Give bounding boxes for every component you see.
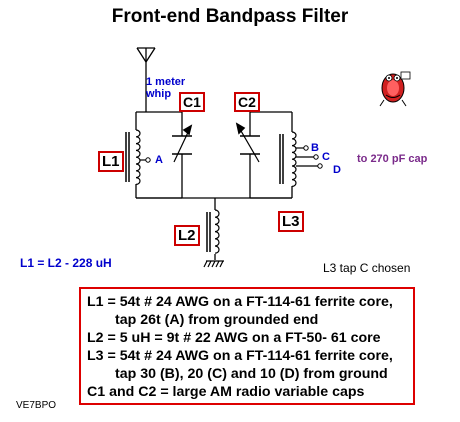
note-line: L2 = 5 uH = 9t # 22 AWG on a FT-50- 61 c…: [87, 330, 381, 346]
antenna-label: 1 meter whip: [146, 76, 185, 100]
note-line: tap 30 (B), 20 (C) and 10 (D) from groun…: [115, 366, 388, 382]
c2-label: C2: [234, 92, 260, 112]
note-line: tap 26t (A) from grounded end: [115, 312, 319, 328]
tap-b-label: B: [311, 142, 319, 154]
l2-inductor: [206, 209, 220, 254]
notes-box: L1 = 54t # 24 AWG on a FT-114-61 ferrite…: [79, 287, 415, 405]
antenna-label-line1: 1 meter: [146, 76, 186, 88]
callsign: VE7BPO: [16, 400, 57, 411]
antenna-label-line2: whip: [146, 88, 172, 100]
tap-a-label: A: [155, 154, 163, 166]
tap-d-terminal: [317, 163, 323, 169]
c1-variable-capacitor: [172, 124, 193, 163]
c1-label: C1: [179, 92, 205, 112]
to-cap-note: to 270 pF cap: [357, 153, 428, 165]
l2-label: L2: [174, 225, 200, 246]
note-line: L1 = 54t # 24 AWG on a FT-114-61 ferrite…: [87, 294, 393, 310]
l1-inductor: [125, 129, 146, 185]
tap-d-label: D: [333, 164, 341, 176]
cartoon-character-icon: [379, 71, 411, 107]
antenna-icon: [136, 47, 156, 112]
l1-l2-value: L1 = L2 - 228 uH: [20, 256, 112, 270]
note-line: C1 and C2 = large AM radio variable caps: [87, 384, 365, 400]
c2-variable-capacitor: [235, 122, 260, 163]
ground-icon: [203, 260, 224, 268]
tap-b-terminal: [303, 145, 309, 151]
tap-c-terminal: [313, 154, 319, 160]
tap-a-terminal: [145, 157, 151, 163]
tap-chosen-note: L3 tap C chosen: [323, 261, 411, 275]
l3-label: L3: [278, 211, 304, 232]
tap-c-label: C: [322, 151, 330, 163]
l3-inductor: [279, 131, 318, 187]
l1-label: L1: [98, 151, 124, 172]
diagram-title: Front-end Bandpass Filter: [111, 6, 349, 27]
note-line: L3 = 54t # 24 AWG on a FT-114-61 ferrite…: [87, 348, 393, 364]
